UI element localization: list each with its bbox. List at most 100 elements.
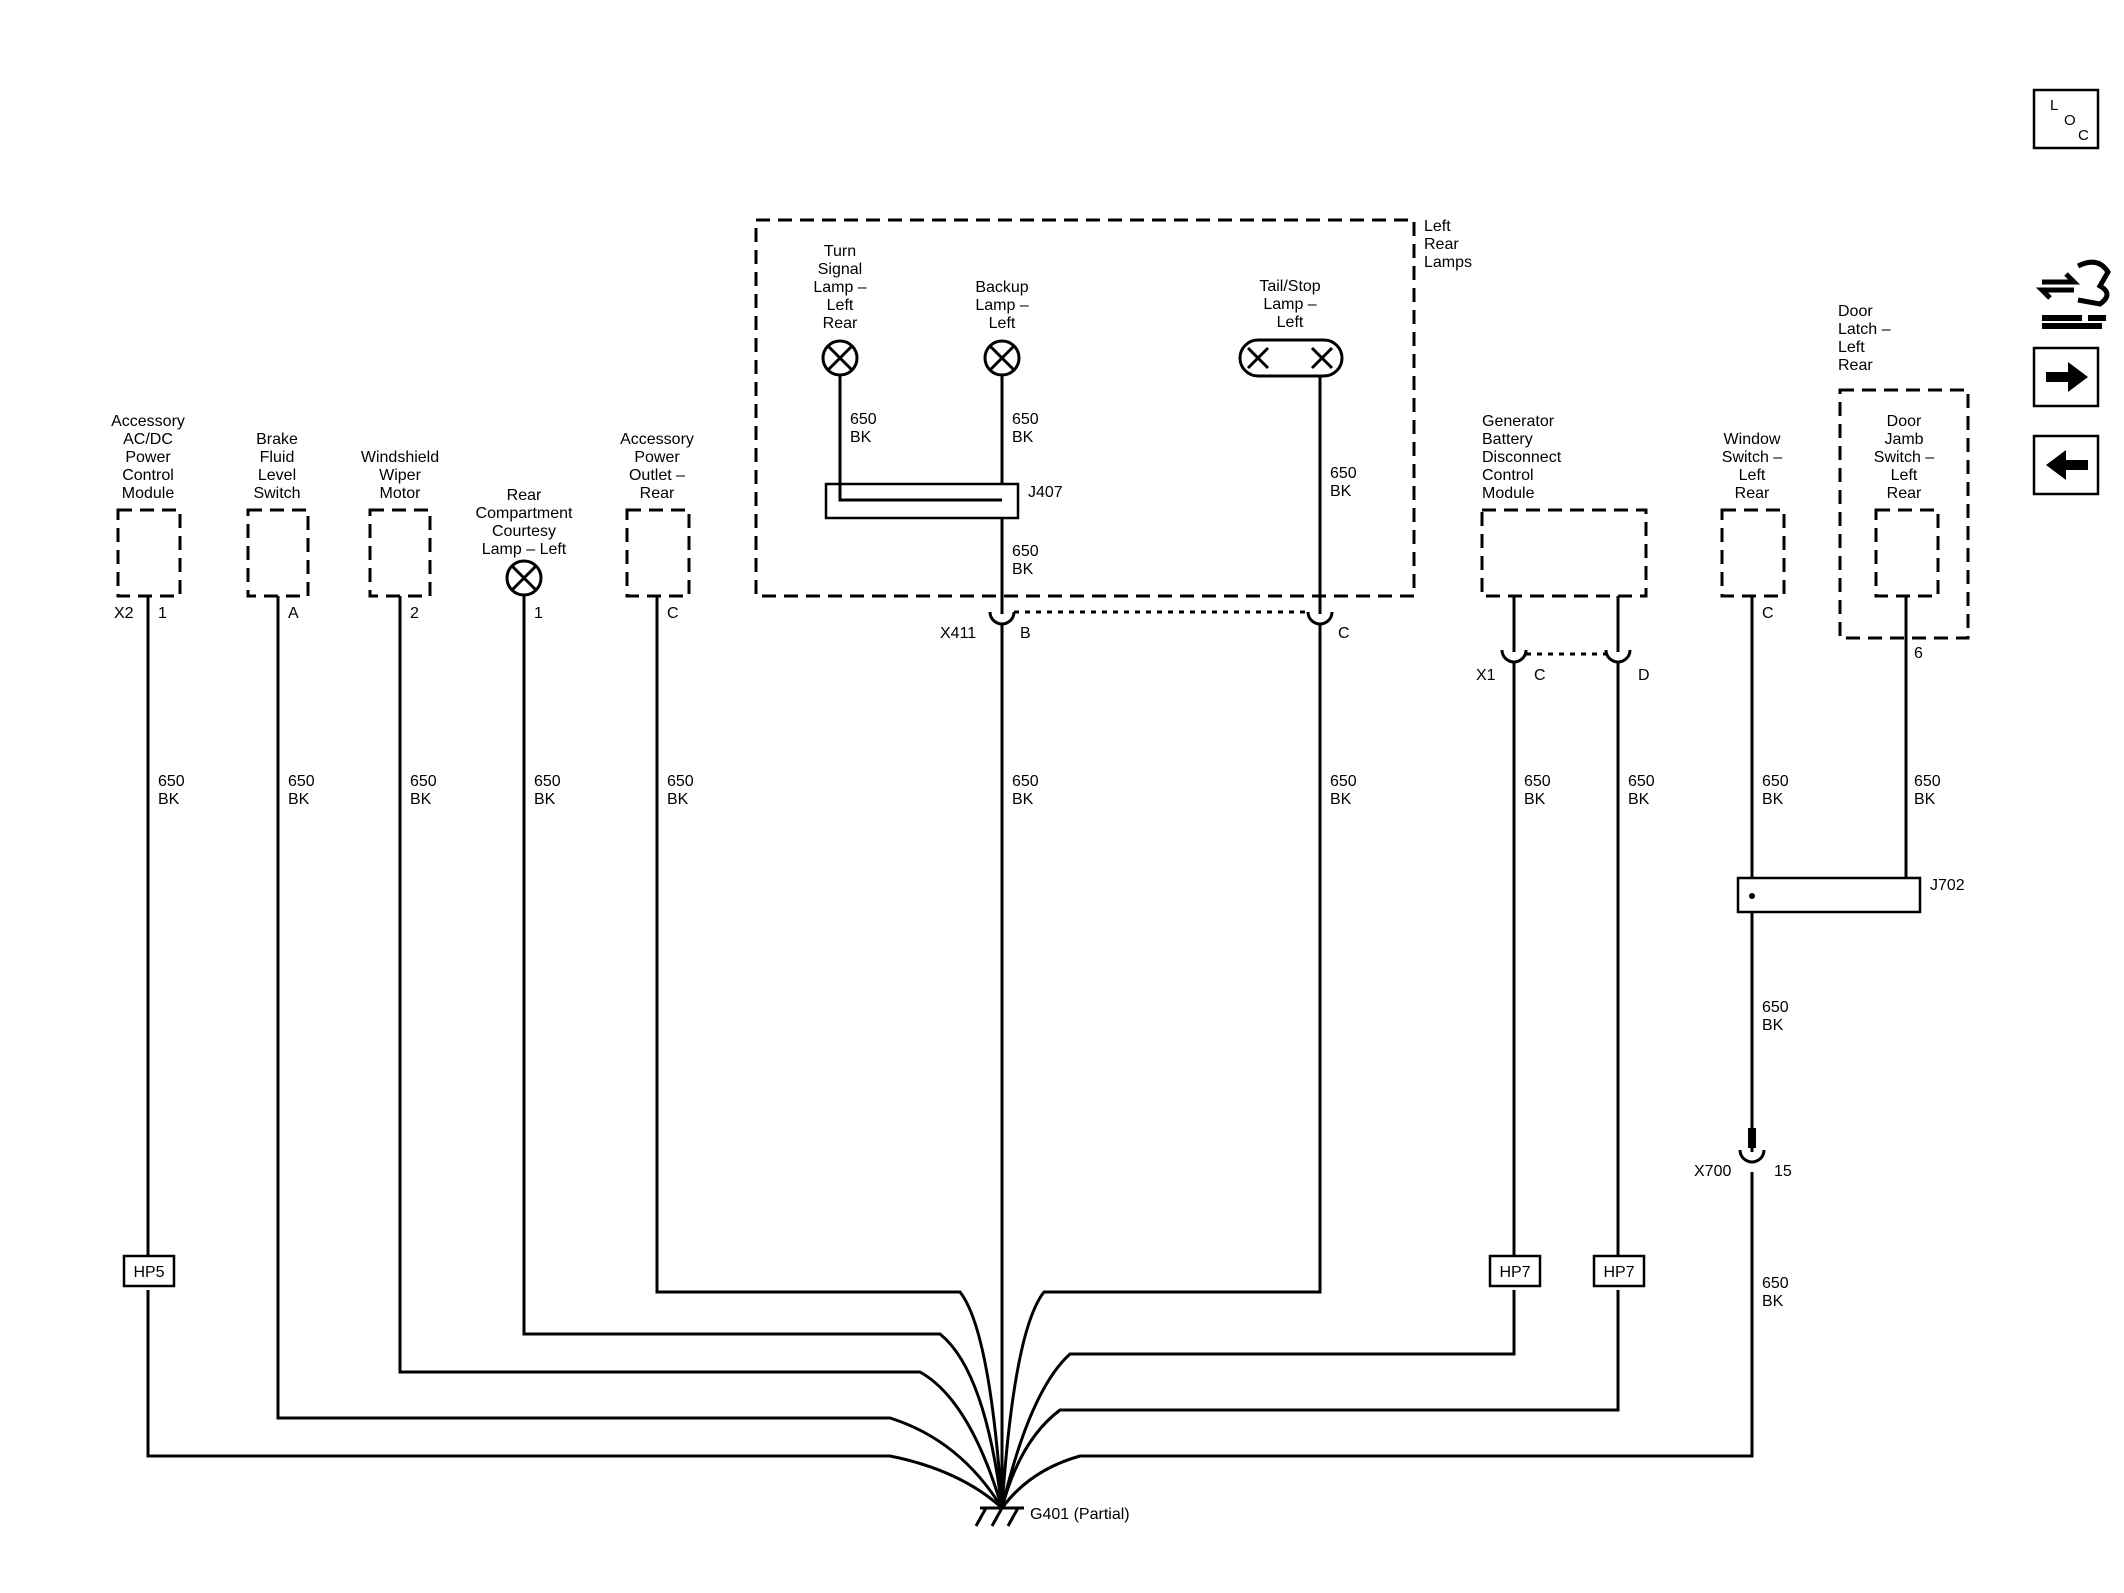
svg-text:Brake: Brake bbox=[256, 431, 298, 448]
backup-lamp-label: Backup Lamp – Left bbox=[975, 279, 1028, 332]
x700-label: X700 bbox=[1694, 1163, 1731, 1180]
wire-label-color: BK bbox=[850, 429, 872, 446]
svg-text:650: 650 bbox=[667, 773, 694, 790]
svg-text:Control: Control bbox=[1482, 467, 1534, 484]
gen-battery-module-label: Generator Battery Disconnect Control Mod… bbox=[1482, 413, 1562, 502]
courtesy-lamp-icon bbox=[505, 559, 543, 597]
arrow-left-icon bbox=[2046, 450, 2088, 480]
svg-text:Switch: Switch bbox=[253, 485, 300, 502]
wire-label-color: BK bbox=[1012, 429, 1034, 446]
svg-text:Signal: Signal bbox=[818, 261, 862, 278]
svg-text:Door: Door bbox=[1838, 303, 1873, 320]
accessory-module-label: Accessory AC/DC Power Control Module bbox=[111, 413, 185, 502]
svg-text:Module: Module bbox=[122, 485, 175, 502]
loc-letter-l: L bbox=[2050, 97, 2058, 114]
next-page-button[interactable] bbox=[2032, 346, 2100, 408]
svg-text:650: 650 bbox=[288, 773, 315, 790]
previous-page-button[interactable] bbox=[2032, 434, 2100, 496]
svg-text:Outlet –: Outlet – bbox=[629, 467, 685, 484]
svg-text:BK: BK bbox=[288, 791, 310, 808]
svg-text:Level: Level bbox=[258, 467, 296, 484]
courtesy-lamp-label: Rear Compartment Courtesy Lamp – Left bbox=[476, 487, 573, 558]
svg-text:BK: BK bbox=[1914, 791, 1936, 808]
hp7-splice-pack: HP7 bbox=[1592, 1254, 1646, 1288]
pin-label: 15 bbox=[1774, 1163, 1792, 1180]
j702-label: J702 bbox=[1930, 877, 1965, 894]
svg-text:BK: BK bbox=[534, 791, 556, 808]
svg-text:Window: Window bbox=[1724, 431, 1781, 448]
wire-label-color: BK bbox=[1012, 561, 1034, 578]
svg-text:BK: BK bbox=[1762, 1017, 1784, 1034]
pin-label: C bbox=[667, 605, 679, 622]
svg-text:Fluid: Fluid bbox=[260, 449, 295, 466]
wire-label-circuit: 650 bbox=[1012, 411, 1039, 428]
x411-label: X411 bbox=[940, 625, 976, 642]
svg-text:650: 650 bbox=[1330, 773, 1357, 790]
tail-stop-lamp-icon bbox=[1238, 338, 1344, 378]
svg-text:Lamp –: Lamp – bbox=[1263, 296, 1316, 313]
brake-fluid-switch-label: Brake Fluid Level Switch bbox=[253, 431, 300, 502]
svg-text:BK: BK bbox=[1330, 791, 1352, 808]
x411-connector bbox=[988, 596, 1334, 626]
hp7-splice-pack: HP7 bbox=[1488, 1254, 1542, 1288]
group-label-line2: Rear bbox=[1424, 236, 1459, 253]
power-outlet-box bbox=[625, 508, 691, 598]
pin-label: 1 bbox=[158, 605, 167, 622]
svg-text:650: 650 bbox=[1628, 773, 1655, 790]
window-switch-label: Window Switch – Left Rear bbox=[1722, 431, 1783, 502]
svg-text:650: 650 bbox=[1914, 773, 1941, 790]
power-outlet-label: Accessory Power Outlet – Rear bbox=[620, 431, 694, 502]
svg-text:BK: BK bbox=[158, 791, 180, 808]
svg-text:AC/DC: AC/DC bbox=[123, 431, 173, 448]
wire-label-color: BK bbox=[1330, 483, 1352, 500]
j702-splice bbox=[1736, 876, 1922, 914]
svg-text:Turn: Turn bbox=[824, 243, 856, 260]
pin-label: B bbox=[1020, 625, 1031, 642]
x700-connector bbox=[1738, 1128, 1766, 1164]
svg-text:Rear: Rear bbox=[640, 485, 675, 502]
x2-label: X2 bbox=[114, 605, 134, 622]
svg-text:Left: Left bbox=[989, 315, 1016, 332]
wire-label-circuit: 650 bbox=[850, 411, 877, 428]
wiper-motor-box bbox=[368, 508, 432, 598]
svg-text:Windshield: Windshield bbox=[361, 449, 439, 466]
door-jamb-switch-box bbox=[1874, 508, 1940, 598]
svg-text:Control: Control bbox=[122, 467, 174, 484]
svg-text:Disconnect: Disconnect bbox=[1482, 449, 1562, 466]
loc-letter-c: C bbox=[2078, 127, 2089, 144]
svg-text:Rear: Rear bbox=[507, 487, 542, 504]
left-rear-lamps-group bbox=[754, 218, 1416, 598]
turn-signal-lamp-icon bbox=[821, 339, 859, 377]
x1-label: X1 bbox=[1476, 667, 1496, 684]
svg-text:BK: BK bbox=[1762, 791, 1784, 808]
door-latch-group bbox=[1838, 388, 1970, 640]
svg-text:BK: BK bbox=[1762, 1293, 1784, 1310]
svg-text:Tail/Stop: Tail/Stop bbox=[1259, 278, 1320, 295]
svg-text:650: 650 bbox=[1762, 773, 1789, 790]
svg-text:Accessory: Accessory bbox=[111, 413, 185, 430]
pin-label: 1 bbox=[534, 605, 543, 622]
svg-text:Lamp – Left: Lamp – Left bbox=[482, 541, 567, 558]
tail-stop-lamp-label: Tail/Stop Lamp – Left bbox=[1259, 278, 1320, 331]
svg-text:Door: Door bbox=[1887, 413, 1922, 430]
svg-text:HP7: HP7 bbox=[1603, 1264, 1634, 1281]
svg-text:Switch –: Switch – bbox=[1722, 449, 1783, 466]
group-label-line1: Left bbox=[1424, 218, 1451, 235]
x1-connector bbox=[1500, 596, 1632, 664]
j407-label: J407 bbox=[1028, 484, 1063, 501]
brake-fluid-switch-box bbox=[246, 508, 310, 598]
gen-battery-module-box bbox=[1480, 508, 1648, 598]
wiper-motor-label: Windshield Wiper Motor bbox=[361, 449, 439, 502]
svg-text:Power: Power bbox=[634, 449, 680, 466]
svg-text:Left: Left bbox=[1277, 314, 1304, 331]
svg-text:Lamp –: Lamp – bbox=[975, 297, 1028, 314]
loc-button[interactable]: L O C bbox=[2032, 88, 2100, 150]
harness-connector-icon[interactable] bbox=[2035, 259, 2111, 329]
svg-text:Latch –: Latch – bbox=[1838, 321, 1891, 338]
svg-text:Courtesy: Courtesy bbox=[492, 523, 556, 540]
svg-text:Wiper: Wiper bbox=[379, 467, 421, 484]
svg-text:Switch –: Switch – bbox=[1874, 449, 1935, 466]
door-jamb-switch-label: Door Jamb Switch – Left Rear bbox=[1874, 413, 1935, 502]
svg-text:650: 650 bbox=[1524, 773, 1551, 790]
pin-label: C bbox=[1762, 605, 1774, 622]
